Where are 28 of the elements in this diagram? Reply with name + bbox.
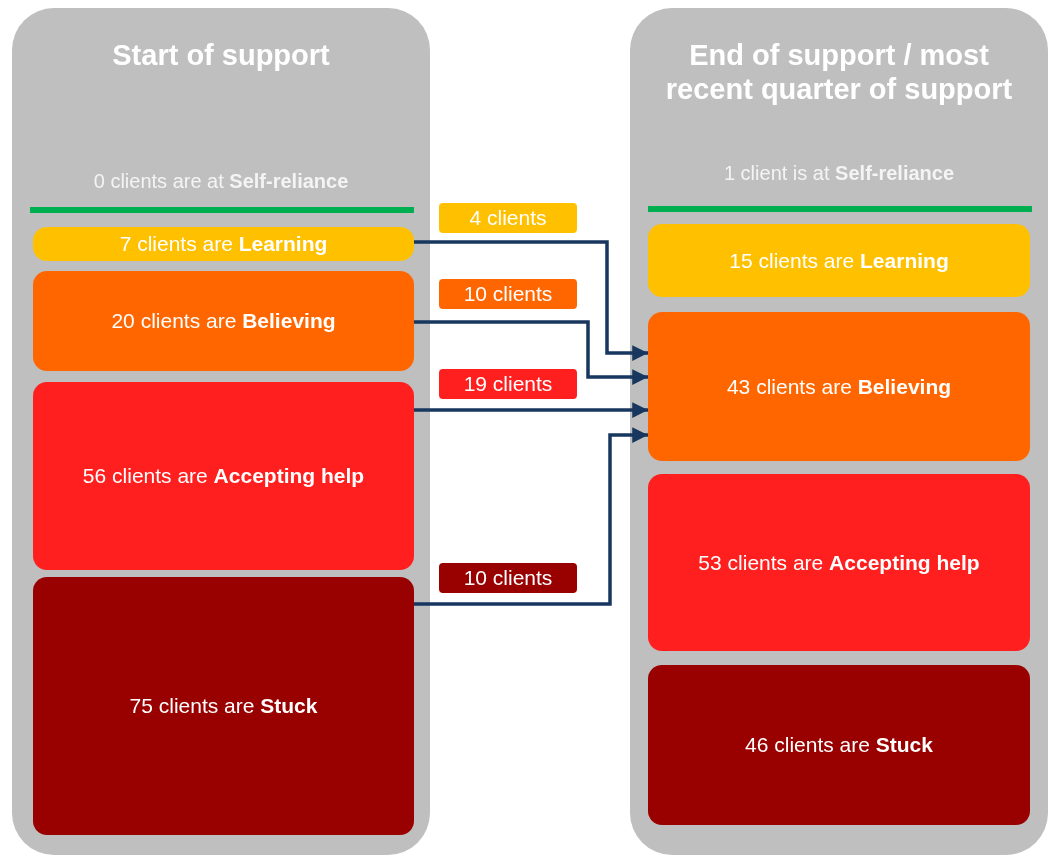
arrow <box>414 240 648 361</box>
stage-box <box>33 271 414 371</box>
stage-box <box>33 577 414 835</box>
edge-label: 19 clients <box>439 369 577 399</box>
stage-box <box>33 382 414 570</box>
stage-label: 20 clients are Believing <box>111 309 336 333</box>
stage-label: 53 clients are Accepting help <box>698 550 980 575</box>
column-heading: Start of support <box>111 38 331 72</box>
stage-label: 56 clients are Accepting help <box>82 464 365 488</box>
stage-box <box>648 474 1030 651</box>
stage-box <box>648 224 1030 297</box>
column-panel <box>12 8 430 855</box>
stage-box <box>648 665 1030 825</box>
stage-box <box>648 312 1030 461</box>
stage-label: 75 clients are Stuck <box>129 694 318 718</box>
edge-label: 10 clients <box>439 279 577 309</box>
stage-label: 15 clients are Learning <box>729 248 949 273</box>
stage-label: 46 clients are Stuck <box>745 733 933 757</box>
edge-label: 4 clients <box>439 203 577 233</box>
stage-box <box>33 227 414 261</box>
column-panel <box>630 8 1048 855</box>
edge-label: 10 clients <box>439 563 577 593</box>
stage-label: 7 clients are Learning <box>119 232 328 256</box>
column-heading: End of support / most recent quarter of support <box>664 38 1014 106</box>
stage-label: 43 clients are Believing <box>726 374 952 399</box>
arrow <box>414 320 648 385</box>
arrow <box>414 402 648 418</box>
arrow <box>414 427 648 606</box>
